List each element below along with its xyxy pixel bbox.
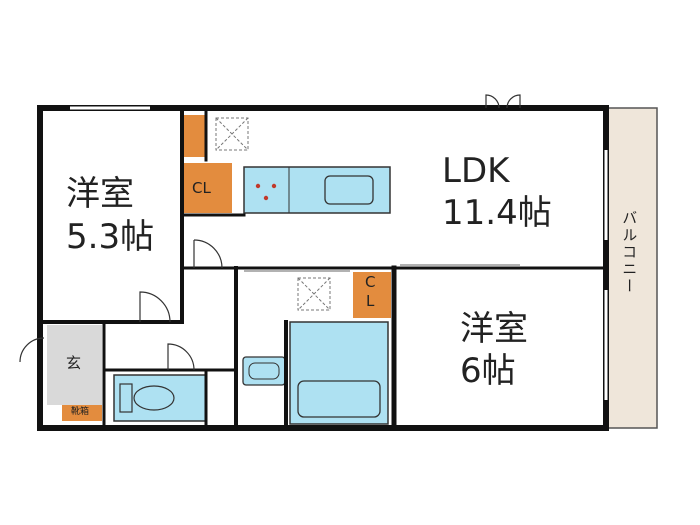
vent-icon <box>297 277 331 311</box>
closet-label-cl-b-bottom: L <box>366 292 375 310</box>
entrance-floor <box>47 325 102 405</box>
closet-cl-b <box>353 272 391 318</box>
closet-cl-a <box>184 163 232 213</box>
room-name-ldk: LDK <box>442 151 510 191</box>
room-name-western-a: 洋室 <box>66 174 134 214</box>
stove-icon <box>255 183 277 201</box>
window-lines <box>70 105 609 400</box>
shoe-box-label: 靴箱 <box>71 407 90 417</box>
vent-icon <box>215 117 249 151</box>
toilet-bowl-icon <box>133 385 175 411</box>
balcony <box>604 107 658 429</box>
sliding-doors <box>244 264 520 272</box>
closet-label-cl-b-top: C <box>365 273 376 291</box>
closet-label-cl-a: CL <box>192 179 211 197</box>
room-name-western-b: 洋室 <box>460 309 528 349</box>
sink-icon <box>324 175 374 205</box>
bathtub-icon <box>297 380 381 418</box>
room-size-western-b: 6帖 <box>460 351 516 391</box>
balcony-label: バルコニー <box>620 210 639 295</box>
room-size-western-a: 5.3帖 <box>66 217 155 257</box>
closet-top-strip <box>184 115 206 157</box>
room-size-ldk: 11.4帖 <box>442 193 552 233</box>
entrance-label: 玄 <box>66 354 82 372</box>
toilet-tank-icon <box>119 383 133 413</box>
shoe-box <box>62 405 102 421</box>
door-swings <box>19 94 521 371</box>
windows <box>70 106 608 400</box>
